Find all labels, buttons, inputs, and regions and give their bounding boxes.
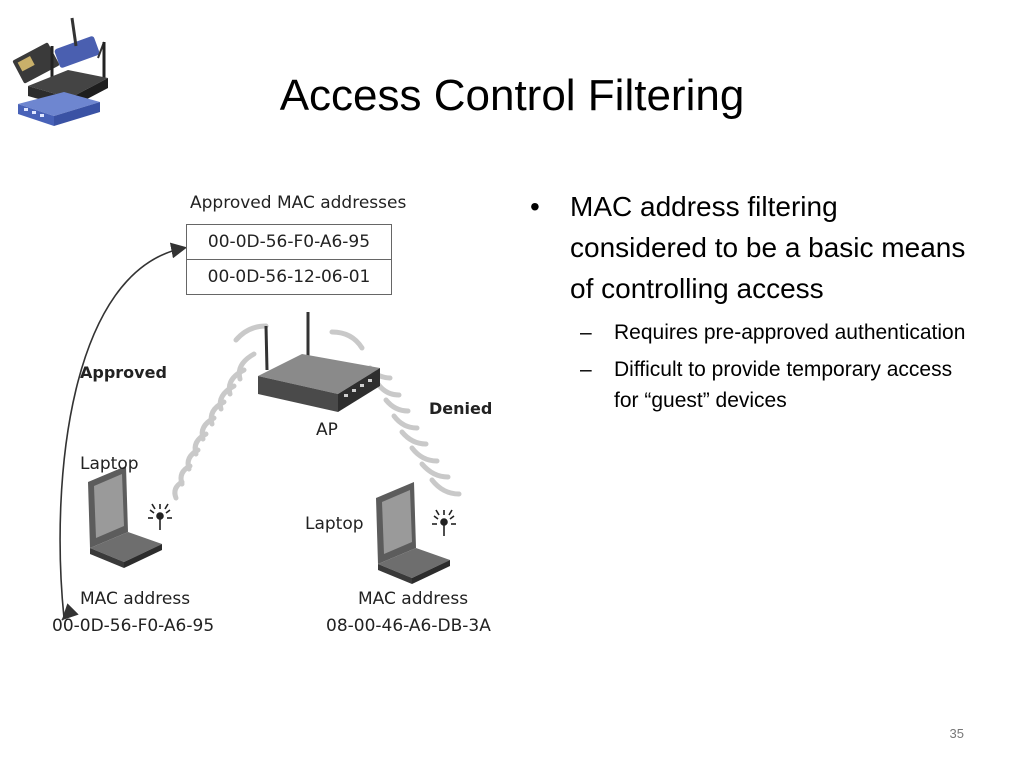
right-mac-caption: MAC address (358, 589, 469, 609)
signal-icon (148, 503, 172, 530)
approval-arrow (59, 242, 188, 619)
laptop-icon (88, 466, 162, 568)
laptop-icon (376, 482, 450, 584)
bullet-text: MAC address filtering considered to be a… (570, 191, 966, 304)
signal-icon (432, 509, 456, 536)
sub-bullet-list: – Requires pre-approved authentication –… (530, 317, 980, 416)
bullet-marker: • (530, 191, 540, 222)
sub-bullet-text: Difficult to provide temporary access fo… (614, 358, 953, 412)
left-mac-caption: MAC address (80, 589, 191, 609)
right-mac-value: 08-00-46-A6-DB-3A (326, 616, 491, 636)
approved-label: Approved (80, 363, 167, 382)
diagram-graphics (59, 242, 462, 621)
approved-mac-table: 00-0D-56-F0-A6-95 00-0D-56-12-06-01 (186, 224, 392, 295)
page-number: 35 (949, 726, 964, 741)
sub-bullet-item: – Requires pre-approved authentication (530, 317, 980, 348)
signal-waves-denied (367, 365, 462, 497)
left-mac-value: 00-0D-56-F0-A6-95 (52, 616, 215, 636)
left-laptop-label: Laptop (80, 454, 139, 474)
mac-filtering-diagram: Approved MAC addresses 00-0D-56-F0-A6-95… (40, 180, 520, 650)
ap-label: AP (316, 420, 338, 440)
bullet-item: • MAC address filtering considered to be… (530, 186, 980, 309)
mac-table-row: 00-0D-56-12-06-01 (187, 259, 391, 294)
sub-bullet-text: Requires pre-approved authentication (614, 321, 966, 344)
bullet-list: • MAC address filtering considered to be… (530, 186, 980, 422)
access-point-icon (258, 312, 380, 412)
dash-marker: – (580, 321, 592, 344)
approval-arrow-tail (61, 603, 79, 621)
signal-waves-approved (172, 351, 257, 501)
mac-table-row: 00-0D-56-F0-A6-95 (207, 232, 371, 252)
right-laptop-label: Laptop (305, 514, 364, 534)
sub-bullet-item: – Difficult to provide temporary access … (530, 354, 980, 416)
slide-title: Access Control Filtering (279, 71, 745, 120)
approved-mac-caption: Approved MAC addresses (190, 193, 407, 213)
denied-label: Denied (429, 399, 493, 418)
dash-marker: – (580, 358, 592, 381)
router-logo-icon (12, 17, 108, 126)
